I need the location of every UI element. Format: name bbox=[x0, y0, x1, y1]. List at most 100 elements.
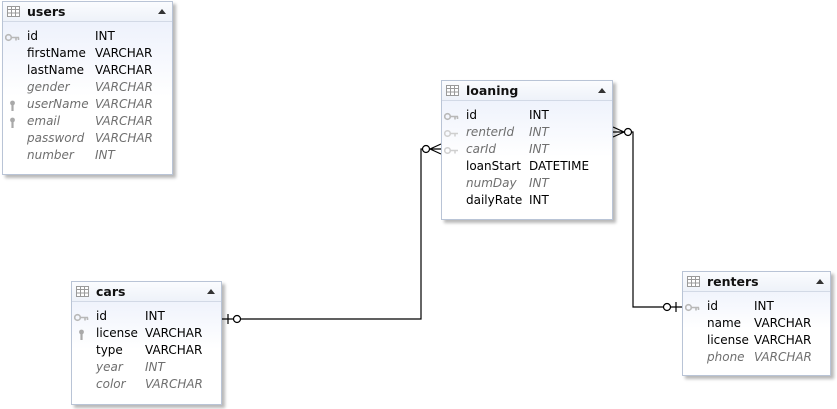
column-type: VARCHAR bbox=[145, 377, 203, 391]
table-header[interactable]: loaning bbox=[442, 81, 612, 101]
column-type: INT bbox=[145, 309, 165, 323]
table-header[interactable]: renters bbox=[683, 272, 830, 292]
column-name: id bbox=[27, 29, 38, 43]
column-row[interactable]: license VARCHAR bbox=[72, 325, 221, 342]
column-name: userName bbox=[27, 97, 89, 111]
column-type: VARCHAR bbox=[754, 333, 812, 347]
column-row[interactable]: number INT bbox=[3, 147, 172, 164]
table-grid-icon bbox=[446, 85, 459, 96]
column-name: type bbox=[96, 343, 123, 357]
column-name: year bbox=[96, 360, 123, 374]
column-row[interactable]: license VARCHAR bbox=[683, 332, 830, 349]
index-key-icon bbox=[74, 328, 89, 340]
table-grid-icon bbox=[76, 286, 89, 297]
column-type: DATETIME bbox=[529, 159, 590, 173]
foreign-key-icon bbox=[443, 127, 459, 138]
column-row[interactable]: id INT bbox=[442, 107, 612, 124]
relationship-line-cars-loaning bbox=[222, 148, 441, 320]
table-header[interactable]: cars bbox=[72, 282, 221, 302]
column-type: INT bbox=[529, 108, 549, 122]
column-name: license bbox=[707, 333, 749, 347]
key-icon bbox=[684, 301, 700, 312]
column-name: password bbox=[27, 131, 85, 145]
column-row[interactable]: carId INT bbox=[442, 141, 612, 158]
column-name: loanStart bbox=[466, 159, 521, 173]
key-icon bbox=[443, 110, 459, 121]
column-type: INT bbox=[529, 142, 549, 156]
chevron-up-icon[interactable] bbox=[207, 289, 215, 294]
cardinality-zero-circle bbox=[623, 127, 633, 137]
cardinality-zero-circle bbox=[232, 314, 242, 324]
column-row[interactable]: renterId INT bbox=[442, 124, 612, 141]
column-name: numDay bbox=[466, 176, 517, 190]
column-type: VARCHAR bbox=[95, 97, 153, 111]
chevron-up-icon[interactable] bbox=[816, 279, 824, 284]
table-title: renters bbox=[707, 274, 759, 289]
column-type: VARCHAR bbox=[145, 326, 203, 340]
table-title: users bbox=[27, 4, 66, 19]
column-row[interactable]: password VARCHAR bbox=[3, 130, 172, 147]
column-type: VARCHAR bbox=[95, 80, 153, 94]
chevron-up-icon[interactable] bbox=[158, 9, 166, 14]
column-row[interactable]: dailyRate INT bbox=[442, 192, 612, 209]
table-title: loaning bbox=[466, 83, 519, 98]
column-row[interactable]: userName VARCHAR bbox=[3, 96, 172, 113]
column-row[interactable]: id INT bbox=[3, 28, 172, 45]
column-name: number bbox=[27, 148, 74, 162]
column-name: phone bbox=[707, 350, 745, 364]
table-title: cars bbox=[96, 284, 126, 299]
column-name: id bbox=[466, 108, 477, 122]
column-name: firstName bbox=[27, 46, 86, 60]
column-type: INT bbox=[754, 299, 774, 313]
column-name: dailyRate bbox=[466, 193, 523, 207]
column-name: carId bbox=[466, 142, 497, 156]
foreign-key-icon bbox=[443, 144, 459, 155]
relationship-line-renters-loaning bbox=[613, 131, 682, 308]
column-row[interactable]: id INT bbox=[683, 298, 830, 315]
column-row[interactable]: loanStart DATETIME bbox=[442, 158, 612, 175]
column-type: VARCHAR bbox=[145, 343, 203, 357]
column-type: INT bbox=[529, 193, 549, 207]
column-row[interactable]: phone VARCHAR bbox=[683, 349, 830, 366]
column-type: VARCHAR bbox=[95, 63, 153, 77]
column-type: INT bbox=[529, 125, 549, 139]
column-row[interactable]: id INT bbox=[72, 308, 221, 325]
column-type: VARCHAR bbox=[754, 350, 812, 364]
column-type: VARCHAR bbox=[95, 114, 153, 128]
column-name: gender bbox=[27, 80, 70, 94]
column-name: id bbox=[96, 309, 107, 323]
column-row[interactable]: gender VARCHAR bbox=[3, 79, 172, 96]
cardinality-many-crowfoot bbox=[429, 143, 442, 155]
column-row[interactable]: color VARCHAR bbox=[72, 376, 221, 393]
column-name: color bbox=[96, 377, 126, 391]
column-row[interactable]: name VARCHAR bbox=[683, 315, 830, 332]
chevron-up-icon[interactable] bbox=[598, 88, 606, 93]
column-type: VARCHAR bbox=[95, 131, 153, 145]
column-type: INT bbox=[95, 148, 115, 162]
column-name: license bbox=[96, 326, 138, 340]
column-name: renterId bbox=[466, 125, 515, 139]
key-icon bbox=[4, 31, 20, 42]
column-name: name bbox=[707, 316, 742, 330]
index-key-icon bbox=[5, 116, 20, 128]
column-type: VARCHAR bbox=[754, 316, 812, 330]
column-type: INT bbox=[95, 29, 115, 43]
column-row[interactable]: numDay INT bbox=[442, 175, 612, 192]
column-name: id bbox=[707, 299, 718, 313]
column-row[interactable]: type VARCHAR bbox=[72, 342, 221, 359]
column-type: VARCHAR bbox=[95, 46, 153, 60]
column-type: INT bbox=[529, 176, 549, 190]
column-row[interactable]: firstName VARCHAR bbox=[3, 45, 172, 62]
table-header[interactable]: users bbox=[3, 2, 172, 22]
table-grid-icon bbox=[7, 6, 20, 17]
